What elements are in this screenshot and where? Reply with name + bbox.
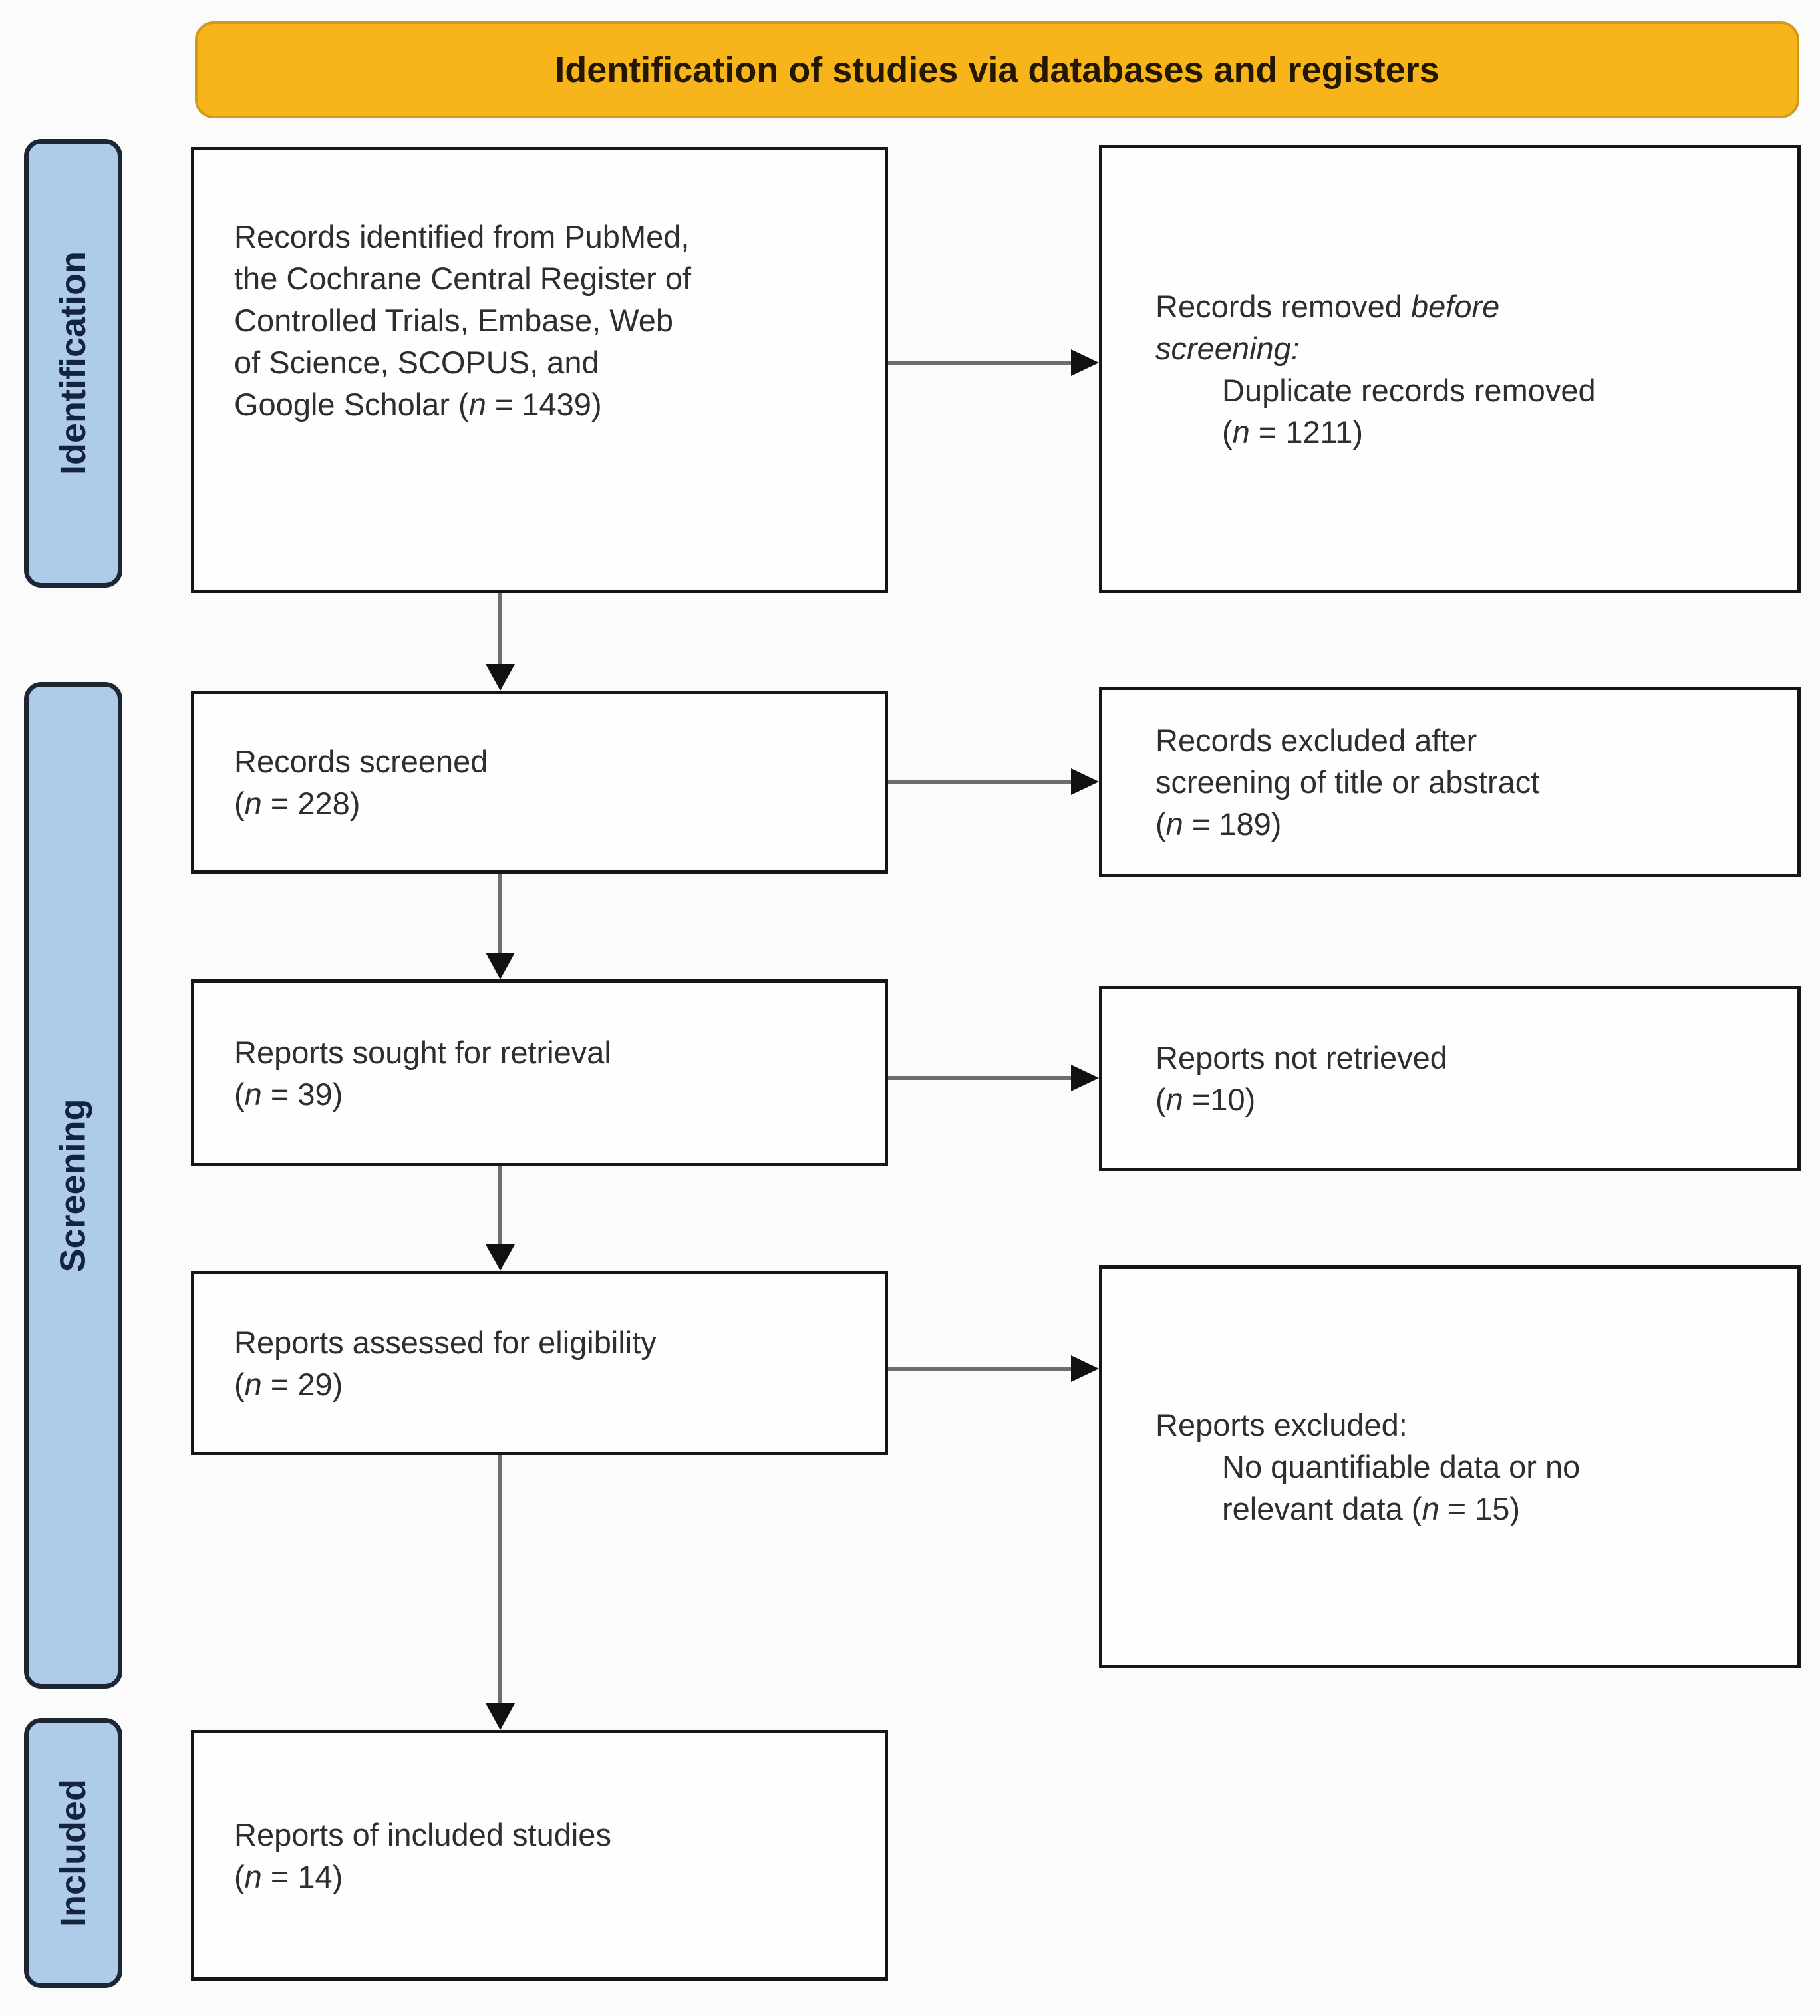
arrow-assessed-to-included (486, 1455, 515, 1730)
sidebar-stage-identification: Identification (24, 139, 122, 588)
text-line: Reports of included studies (234, 1816, 611, 1852)
box-reports-not-retrieved: Reports not retrieved (n =10) (1099, 986, 1801, 1171)
text-line: the Cochrane Central Register of (234, 261, 692, 296)
text-line: screening of title or abstract (1155, 764, 1540, 800)
header-banner: Identification of studies via databases … (195, 21, 1799, 118)
header-title: Identification of studies via databases … (555, 50, 1440, 90)
sidebar-stage-included: Included (24, 1718, 122, 1988)
text-line: (n = 1211) (1222, 415, 1364, 450)
text-line: Reports not retrieved (1155, 1040, 1447, 1075)
text-line: (n = 189) (1155, 806, 1282, 842)
arrow-screened-to-sought (486, 874, 515, 979)
arrow-down-icon (486, 1244, 515, 1271)
text-line: Reports excluded: (1155, 1407, 1408, 1442)
arrow-right-icon (1071, 349, 1099, 376)
box-reports-of-included-studies: Reports of included studies (n = 14) (191, 1730, 888, 1981)
arrow-line (498, 1455, 502, 1706)
text-line: Reports assessed for eligibility (234, 1324, 657, 1360)
arrow-line (888, 1367, 1074, 1371)
arrow-down-icon (486, 953, 515, 979)
text-line: Reports sought for retrieval (234, 1034, 611, 1070)
box-reports-assessed-for-eligibility: Reports assessed for eligibility (n = 29) (191, 1271, 888, 1455)
arrow-identified-to-removed (888, 349, 1099, 376)
box-reports-sought-for-retrieval: Reports sought for retrieval (n = 39) (191, 979, 888, 1166)
arrow-right-icon (1071, 1355, 1099, 1382)
text-line: No quantifiable data or no (1222, 1449, 1581, 1484)
box-reports-excluded: Reports excluded: No quantifiable data or… (1099, 1265, 1801, 1668)
arrow-screened-to-excluded (888, 768, 1099, 795)
text-line: Records removed before (1155, 289, 1500, 324)
stage-label-screening: Screening (53, 1098, 93, 1273)
arrow-line (888, 1076, 1074, 1080)
text-line: (n = 14) (234, 1858, 343, 1894)
text-line: (n = 228) (234, 785, 361, 821)
arrow-identified-to-screened (486, 593, 515, 691)
text-line: Controlled Trials, Embase, Web (234, 303, 674, 338)
text-line: Records excluded after (1155, 722, 1477, 758)
box-records-removed-before-screening: Records removed before screening: Duplicat… (1099, 145, 1801, 593)
arrow-down-icon (486, 664, 515, 691)
box-records-identified: Records identified from PubMed, the Cochr… (191, 147, 888, 593)
text-line: (n = 29) (234, 1366, 343, 1402)
arrow-sought-to-assessed (486, 1166, 515, 1271)
text-line: of Science, SCOPUS, and (234, 345, 599, 380)
box-records-screened: Records screened (n = 228) (191, 691, 888, 874)
text-line: screening: (1155, 331, 1300, 366)
box-records-excluded-after-screening: Records excluded after screening of title… (1099, 687, 1801, 877)
text-line: (n =10) (1155, 1082, 1256, 1117)
arrow-line (888, 361, 1074, 365)
arrow-line (498, 1166, 502, 1247)
arrow-right-icon (1071, 768, 1099, 795)
text-line: Duplicate records removed (1222, 373, 1596, 408)
stage-label-identification: Identification (53, 252, 93, 475)
arrow-line (888, 780, 1074, 784)
arrow-assessed-to-excluded (888, 1355, 1099, 1382)
arrow-right-icon (1071, 1065, 1099, 1091)
text-line: Records screened (234, 743, 488, 779)
arrow-line (498, 874, 502, 955)
stage-label-included: Included (53, 1778, 94, 1928)
text-line: Google Scholar (n = 1439) (234, 387, 602, 422)
text-line: relevant data (n = 15) (1222, 1491, 1521, 1526)
text-line: Records identified from PubMed, (234, 219, 690, 254)
text-line: (n = 39) (234, 1076, 343, 1112)
sidebar-stage-screening: Screening (24, 682, 122, 1689)
arrow-line (498, 593, 502, 667)
arrow-sought-to-not-retrieved (888, 1065, 1099, 1091)
arrow-down-icon (486, 1703, 515, 1730)
